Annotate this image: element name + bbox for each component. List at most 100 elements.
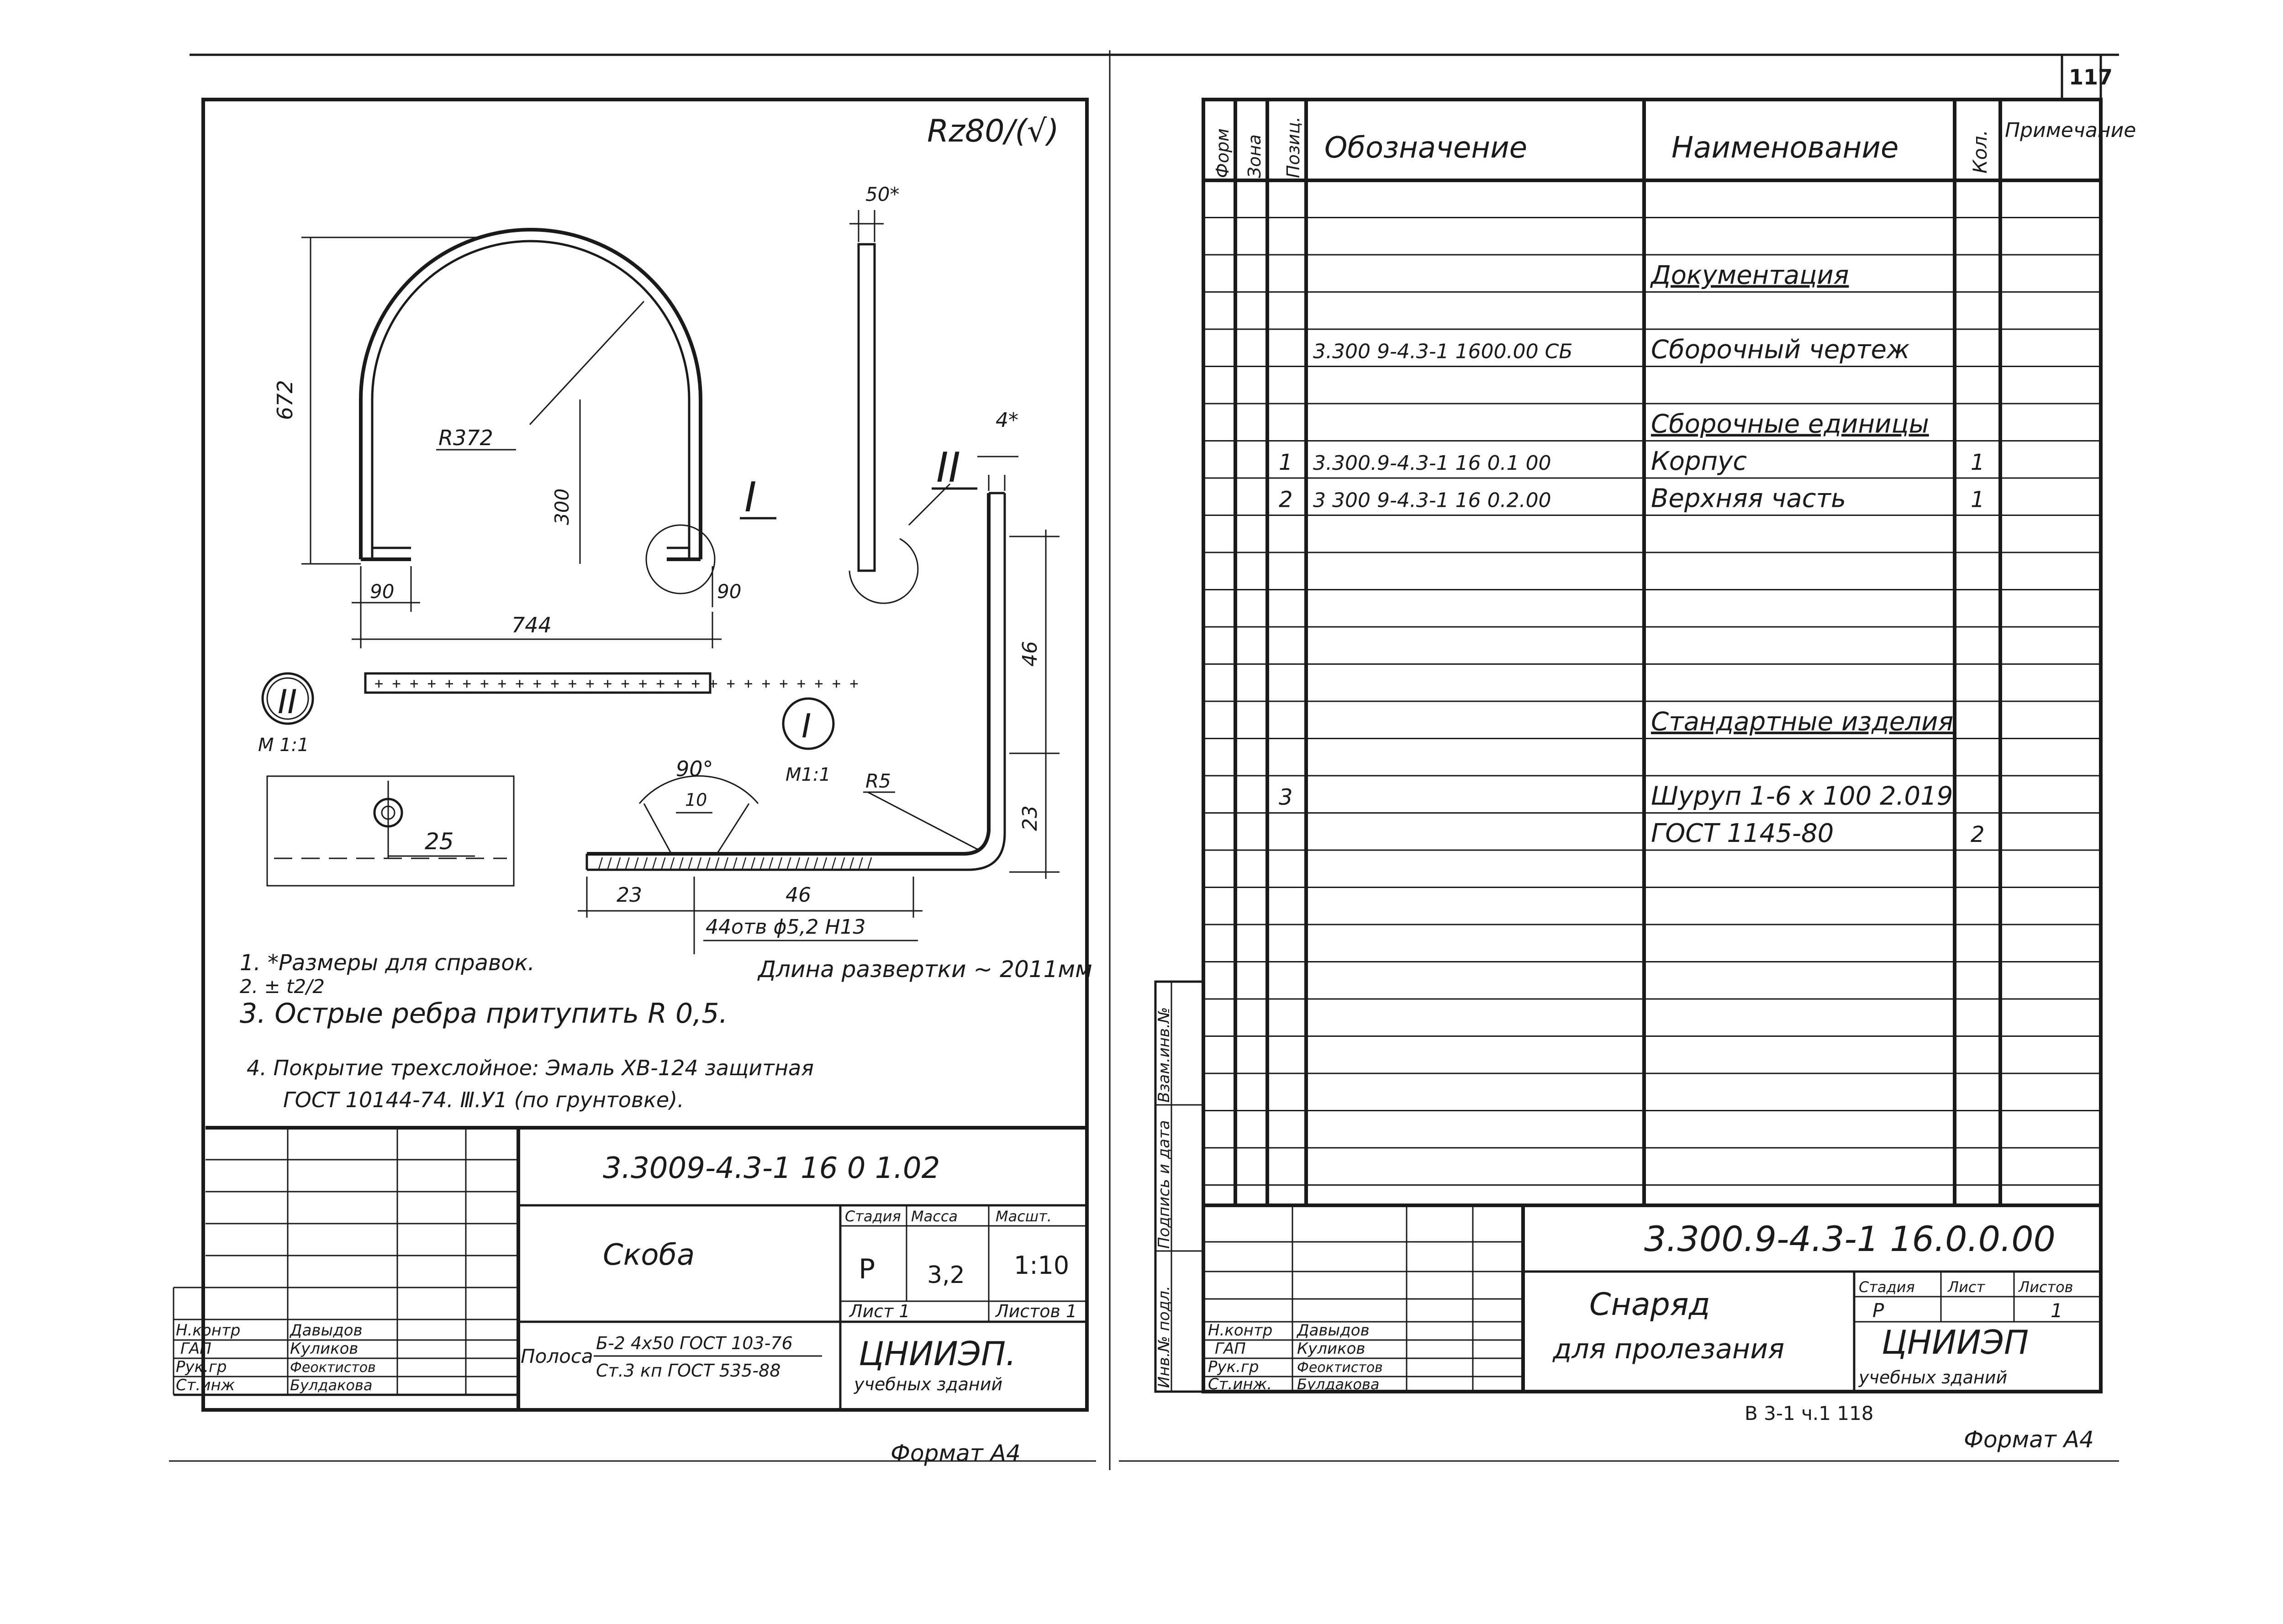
- note-2: 2. ± t2/2: [240, 975, 325, 998]
- spec-cell-qty: 1: [1971, 487, 1985, 513]
- spec-cell-name: Стандартные изделия: [1651, 707, 1953, 737]
- header-format: Форм: [1213, 128, 1233, 178]
- spec-table-grid: [1203, 100, 2101, 1205]
- right-sheets: 1: [2051, 1299, 2063, 1322]
- dim-50: 50*: [865, 183, 899, 205]
- spec-cell-name: Сборочные единицы: [1651, 410, 1929, 439]
- left-sheet-num: Лист 1: [849, 1301, 910, 1321]
- dim-90-degrees: 90°: [676, 757, 713, 781]
- header-qty: Кол.: [1969, 130, 1991, 173]
- left-role-1: Н.контр: [176, 1321, 240, 1340]
- dim-90-right: 90: [717, 580, 741, 603]
- left-doc-number: 3.3009-4.3-1 16 0 1.02: [603, 1151, 940, 1185]
- left-sheet: Rz80/(√) 672 R372 300: [173, 98, 1092, 1466]
- left-stage-head: Стадия: [845, 1208, 901, 1225]
- left-role-2: ГАП: [180, 1340, 211, 1358]
- note-4-cont: ГОСТ 10144-74. Ⅲ.У1 (по грунтовке).: [283, 1088, 684, 1112]
- left-org-sub: учебных зданий: [854, 1374, 1002, 1394]
- view-label-2: II: [936, 444, 960, 492]
- left-scale-head: Масшт.: [996, 1208, 1052, 1225]
- spec-cell-name: Верхняя часть: [1651, 484, 1846, 514]
- right-doc-number: 3.300.9-4.3-1 16.0.0.00: [1644, 1219, 2056, 1259]
- spec-cell-designation: 3.300.9-4.3-1 16 0.1 00: [1313, 452, 1551, 475]
- spec-cell-name: Корпус: [1651, 447, 1747, 476]
- note-1: 1. *Размеры для справок.: [240, 950, 535, 976]
- right-org-sub: учебных зданий: [1858, 1367, 2007, 1387]
- dim-23-vertical: 23: [1018, 805, 1042, 831]
- spec-cell-name: Шуруп 1-6 x 100 2.019: [1651, 782, 1953, 811]
- dim-25: 25: [425, 828, 454, 855]
- right-role-2: ГАП: [1215, 1340, 1246, 1358]
- right-sheet-head: Лист: [1947, 1278, 1985, 1296]
- left-person-3: Феоктистов: [290, 1360, 376, 1376]
- left-sheets-total: Листов 1: [995, 1301, 1077, 1321]
- left-role-3: Рук.гр: [176, 1358, 227, 1376]
- section-hatching: / / / / / / / / / / / / / / / / / / / / …: [598, 855, 872, 871]
- callout-1: I: [801, 707, 811, 745]
- binding-strip: Инв.№ подл. Подпись и дата Взам.инв.№: [1154, 980, 1205, 1393]
- right-role-4: Ст.инж.: [1208, 1375, 1272, 1393]
- left-stage: Р: [859, 1253, 875, 1285]
- header-note: Примечание: [2005, 119, 2136, 142]
- notes-block: Длина развертки ~ 2011мм 1. *Размеры для…: [240, 950, 1092, 1112]
- right-role-3: Рук.гр: [1208, 1358, 1259, 1376]
- development-length: Длина развертки ~ 2011мм: [757, 956, 1092, 983]
- left-title-block: 3.3009-4.3-1 16 0 1.02 Скоба Полоса Б-2 …: [173, 1126, 1087, 1410]
- right-sheets-head: Листов: [2018, 1278, 2073, 1296]
- left-person-4: Булдакова: [290, 1377, 372, 1394]
- left-person-1: Давыдов: [289, 1321, 363, 1340]
- roughness-symbol: Rz80/(√): [927, 113, 1059, 149]
- note-4: 4. Покрытие трехслойное: Эмаль ХВ-124 за…: [247, 1056, 814, 1080]
- right-name-line-1: Снаряд: [1589, 1287, 1710, 1323]
- scale-view-1: M1:1: [786, 764, 831, 785]
- right-format: Формат А4: [1964, 1426, 2094, 1453]
- detail-bend-section: / / / / / / / / / / / / / / / / / / / / …: [578, 409, 1060, 954]
- spec-cell-name: ГОСТ 1145-80: [1651, 819, 1834, 848]
- strip-holes-pattern: + + + + + + + + + + + + + + + + + + + + …: [374, 675, 859, 692]
- left-org: ЦНИИЭП.: [859, 1335, 1016, 1373]
- callout-circle-1: [782, 697, 835, 750]
- strip-side-view: 50* II: [849, 183, 977, 604]
- dim-23-horizontal: 23: [617, 883, 642, 907]
- left-mass-head: Масса: [911, 1208, 958, 1225]
- header-position: Позиц.: [1283, 116, 1303, 178]
- dim-10: 10: [685, 790, 707, 810]
- spec-cell-designation: 3.300 9-4.3-1 1600.00 СБ: [1313, 340, 1573, 363]
- dim-4: 4*: [996, 409, 1018, 432]
- dim-46-horizontal: 46: [786, 883, 811, 907]
- footer-reference: В 3-1 ч.1 118: [1745, 1402, 1874, 1424]
- left-part-name: Скоба: [603, 1238, 695, 1272]
- right-person-2: Куликов: [1297, 1340, 1365, 1358]
- left-format: Формат А4: [891, 1440, 1021, 1466]
- left-person-2: Куликов: [290, 1340, 358, 1358]
- right-stage: Р: [1872, 1299, 1884, 1322]
- spec-cell-qty: 2: [1971, 822, 1985, 847]
- dim-90-left: 90: [370, 580, 394, 603]
- right-person-1: Давыдов: [1296, 1321, 1370, 1340]
- right-title-block: 3.300.9-4.3-1 16.0.0.00 Снаряд для проле…: [1203, 1204, 2101, 1393]
- header-name: Наименование: [1671, 131, 1898, 165]
- view-label-1: I: [744, 473, 757, 521]
- left-role-4: Ст.инж: [176, 1376, 235, 1394]
- right-role-1: Н.контр: [1208, 1321, 1272, 1340]
- callout-2: II: [278, 683, 297, 721]
- page-frame: [169, 50, 2119, 1470]
- spec-table-header: Форм Зона Позиц. Обозначение Наименовани…: [1213, 116, 2136, 178]
- left-mass: 3,2: [927, 1261, 965, 1289]
- dim-672: 672: [273, 380, 297, 420]
- right-sheet-border: [1202, 98, 2103, 1393]
- right-person-3: Феоктистов: [1297, 1360, 1383, 1376]
- left-sheet-border: [201, 98, 1089, 1412]
- dim-r5: R5: [865, 770, 891, 792]
- header-zone: Зона: [1244, 134, 1265, 178]
- right-person-4: Булдакова: [1297, 1376, 1379, 1393]
- spec-cell-designation: 3 300 9-4.3-1 16 0.2.00: [1313, 489, 1551, 512]
- dim-300: 300: [551, 489, 573, 525]
- page-number: 117: [2069, 65, 2113, 89]
- material-line-1: Б-2 4x50 ГОСТ 103-76: [596, 1333, 793, 1353]
- spec-cell-pos: 3: [1279, 785, 1293, 810]
- header-designation: Обозначение: [1324, 131, 1527, 165]
- dim-744: 744: [511, 613, 552, 637]
